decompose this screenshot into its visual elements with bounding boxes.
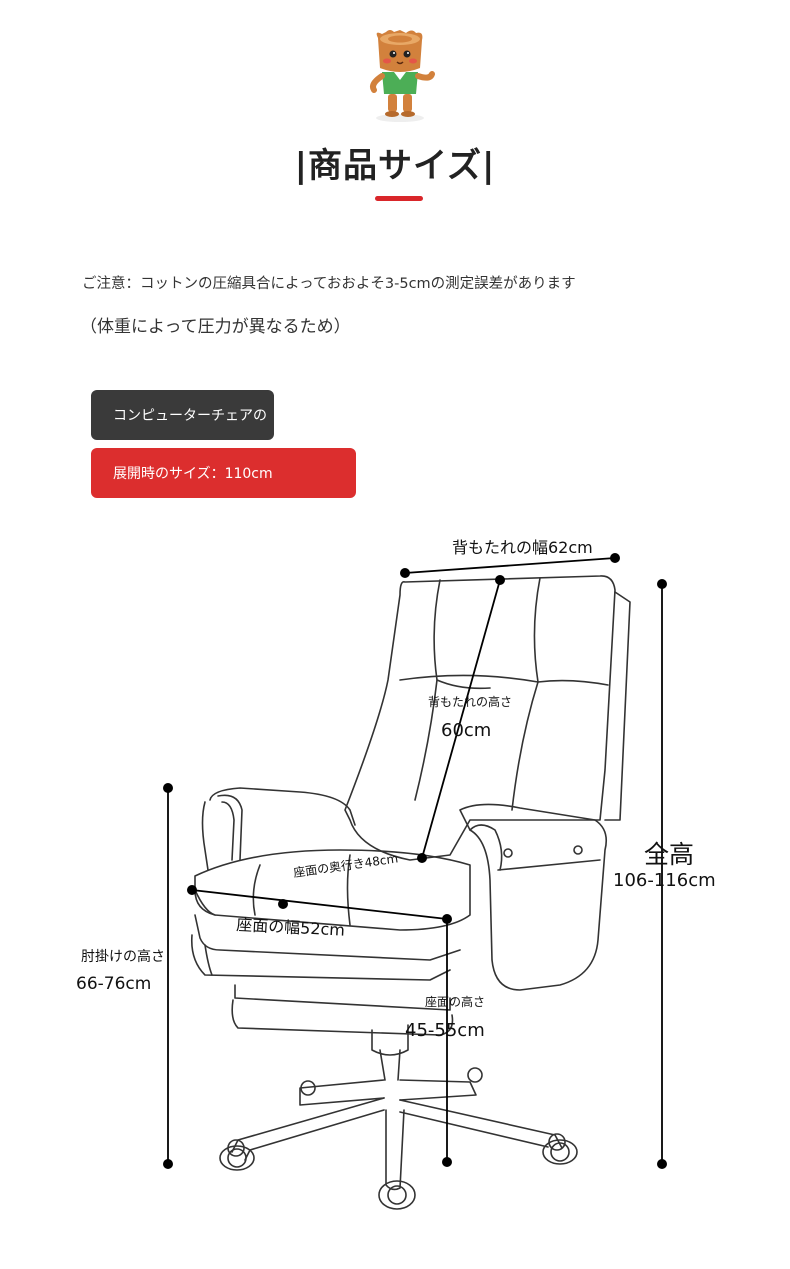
chair-illustration [190, 575, 631, 1210]
armrest-height-label: 肘掛けの高さ [81, 948, 165, 965]
dimension-points [163, 553, 667, 1169]
chair-dimension-diagram: 背もたれの幅62cm 背もたれの高さ 60cm 座面の奥行き48cm 座面の幅5… [76, 538, 716, 1210]
page-title: |商品サイズ| [294, 146, 496, 186]
expanded-size-badge: 展開時のサイズ：110cm [91, 448, 356, 498]
total-height-label: 全高 [644, 840, 694, 869]
seat-height-label: 座面の高さ [425, 994, 485, 1009]
backrest-height-label: 背もたれの高さ [428, 694, 512, 709]
mascot-icon [370, 30, 435, 122]
total-height-value: 106-116cm [613, 870, 716, 891]
chair-name-label: コンピューターチェアの [113, 408, 267, 424]
measurement-note: ご注意：コットンの圧縮具合によっておおよそ3-5cmの測定誤差があります [82, 276, 576, 292]
seat-width-label: 座面の幅52cm [236, 915, 346, 940]
title-underline [375, 196, 423, 201]
dimension-lines [167, 557, 663, 1164]
backrest-height-value: 60cm [441, 720, 491, 741]
measurement-note-sub: （体重によって圧力が異なるため） [80, 317, 351, 337]
armrest-height-value: 66-76cm [76, 974, 151, 994]
expanded-size-label: 展開時のサイズ：110cm [113, 466, 273, 482]
backrest-width-label: 背もたれの幅62cm [452, 538, 593, 557]
seat-height-value: 45-55cm [405, 1020, 485, 1041]
seat-depth-label: 座面の奥行き48cm [292, 850, 399, 880]
chair-name-badge: コンピューターチェアの [91, 390, 274, 440]
